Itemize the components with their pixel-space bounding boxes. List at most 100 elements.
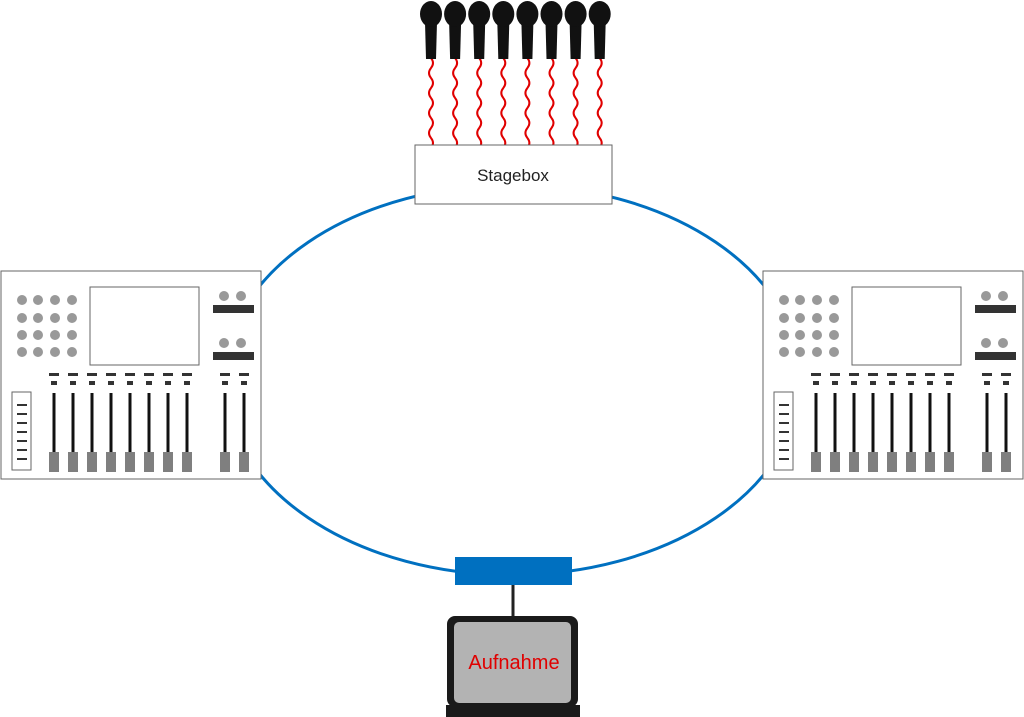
fader-track [814,393,818,455]
knob-icon [829,295,839,305]
fader-track [109,393,113,455]
fader-cap [830,452,840,472]
knob-icon [779,313,789,323]
knob-icon [795,295,805,305]
fader-track [185,393,189,455]
knob-icon [33,347,43,357]
meter-segment [17,431,27,433]
fader-track [223,393,227,455]
channel-indicator [49,373,59,376]
microphone-icon [492,1,515,27]
channel-indicator [944,373,954,376]
stagebox: Stagebox [414,144,613,205]
mic-cable [596,57,603,159]
knob-icon [17,347,27,357]
knob-icon [779,295,789,305]
knob-icon [33,295,43,305]
microphone-icon [564,1,587,27]
stagebox-label: Stagebox [477,166,549,185]
microphone-body [425,22,437,59]
knob-icon [67,313,77,323]
knob-icon [33,330,43,340]
fader-cap [811,452,821,472]
mic-cable [548,57,555,159]
knob-icon [998,291,1008,301]
channel-button [108,381,114,385]
microphone-body [449,22,462,59]
meter-segment [779,440,789,442]
fader-cap [1001,452,1011,472]
fader-cap [849,452,859,472]
channel-indicator [811,373,821,376]
channel-indicator [125,373,135,376]
channel-button [927,381,933,385]
channel-button [946,381,952,385]
knob-icon [795,330,805,340]
knob-icon [236,338,246,348]
channel-indicator [887,373,897,376]
meter-segment [779,413,789,415]
knob-icon [829,347,839,357]
fader-cap [87,452,97,472]
mic-cable [500,57,507,159]
fader-track [890,393,894,455]
fader-track [128,393,132,455]
channel-button [241,381,247,385]
meter-segment [17,404,27,406]
knob-icon [829,330,839,340]
knob-icon [50,313,60,323]
microphone-icon [468,1,491,27]
mic-cable [524,57,531,159]
knob-icon [981,291,991,301]
channel-button [870,381,876,385]
channel-button [984,381,990,385]
display-bar [975,305,1016,313]
microphone-body [497,22,510,59]
fader-track [166,393,170,455]
channel-indicator [906,373,916,376]
channel-button [165,381,171,385]
fader-track [928,393,932,455]
fader-cap [944,452,954,472]
channel-button [89,381,95,385]
channel-button [222,381,228,385]
fader-cap [982,452,992,472]
knob-icon [219,338,229,348]
fader-cap [868,452,878,472]
mic-cable [476,57,483,159]
console-screen [851,286,962,366]
microphone-body [521,22,534,59]
meter-segment [779,422,789,424]
fader-cap [163,452,173,472]
channel-indicator [925,373,935,376]
knob-icon [17,295,27,305]
knob-icon [50,347,60,357]
fader-track [833,393,837,455]
channel-indicator [87,373,97,376]
channel-button [127,381,133,385]
fader-cap [182,452,192,472]
meter-segment [17,458,27,460]
fader-track [71,393,75,455]
channel-button [908,381,914,385]
channel-indicator [144,373,154,376]
knob-icon [219,291,229,301]
knob-icon [998,338,1008,348]
channel-indicator [106,373,116,376]
meter-segment [17,422,27,424]
display-bar [975,352,1016,360]
fader-track [947,393,951,455]
channel-button [851,381,857,385]
fader-cap [106,452,116,472]
microphone-icon [588,1,611,27]
meter-segment [779,431,789,433]
channel-button [70,381,76,385]
fader-track [985,393,989,455]
recording-laptop: Aufnahme [446,616,580,717]
meter-segment [779,458,789,460]
network-ring [222,183,802,577]
channel-indicator [868,373,878,376]
fader-track [852,393,856,455]
fader-cap [68,452,78,472]
